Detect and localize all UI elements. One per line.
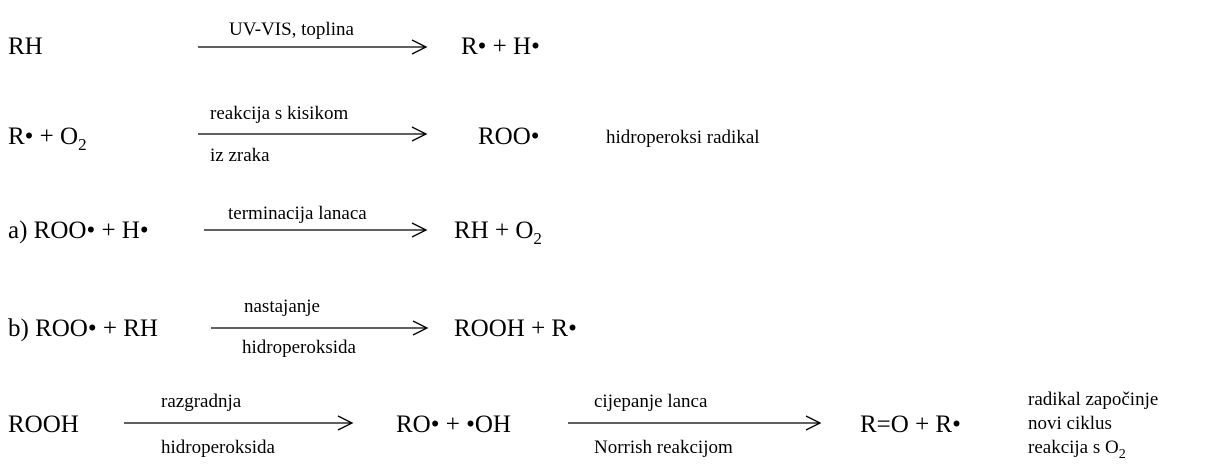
note-line-2: novi ciklus [1028, 413, 1112, 434]
condition-above-1: UV-VIS, toplina [229, 19, 354, 40]
reaction-arrow-3 [204, 222, 428, 238]
product-roo-radical: ROO• [478, 123, 540, 150]
condition-above-5a: razgradnja [161, 391, 242, 412]
note-line-1: radikal započinje [1028, 389, 1159, 410]
product-r-h-radicals: R• + H• [461, 33, 540, 60]
condition-below-4: hidroperoksida [242, 337, 356, 358]
reaction-arrow-1 [198, 39, 428, 55]
reactant-rooh: ROOH [8, 411, 79, 438]
reaction-arrow-5a [124, 415, 354, 431]
product-ro-oh-radicals: RO• + •OH [396, 411, 511, 438]
reaction-arrow-4 [211, 320, 429, 336]
note-hydroperoxy-radical: hidroperoksi radikal [606, 127, 760, 148]
condition-below-5a: hidroperoksida [161, 437, 275, 458]
condition-below-2: iz zraka [210, 145, 270, 166]
condition-above-4: nastajanje [244, 296, 320, 317]
reactant-r-o2: R• + O2 [8, 123, 87, 154]
reactant-a-roo-h: a) ROO• + H• [8, 217, 149, 244]
reaction-arrow-2 [198, 126, 428, 142]
condition-above-3: terminacija lanaca [228, 203, 367, 224]
product-carbonyl-r: R=O + R• [860, 411, 961, 438]
condition-above-2: reakcija s kisikom [210, 103, 349, 124]
note-line-3: reakcija s O2 [1028, 437, 1126, 462]
condition-below-5b: Norrish reakcijom [594, 437, 733, 458]
reactant-b-roo-rh: b) ROO• + RH [8, 315, 158, 342]
product-rooh-r: ROOH + R• [454, 315, 577, 342]
condition-above-5b: cijepanje lanca [594, 391, 708, 412]
note-new-cycle: radikal započinje novi ciklus reakcija s… [1028, 388, 1158, 467]
product-rh-o2: RH + O2 [454, 217, 542, 248]
reaction-arrow-5b [568, 415, 822, 431]
reactant-rh: RH [8, 33, 43, 60]
